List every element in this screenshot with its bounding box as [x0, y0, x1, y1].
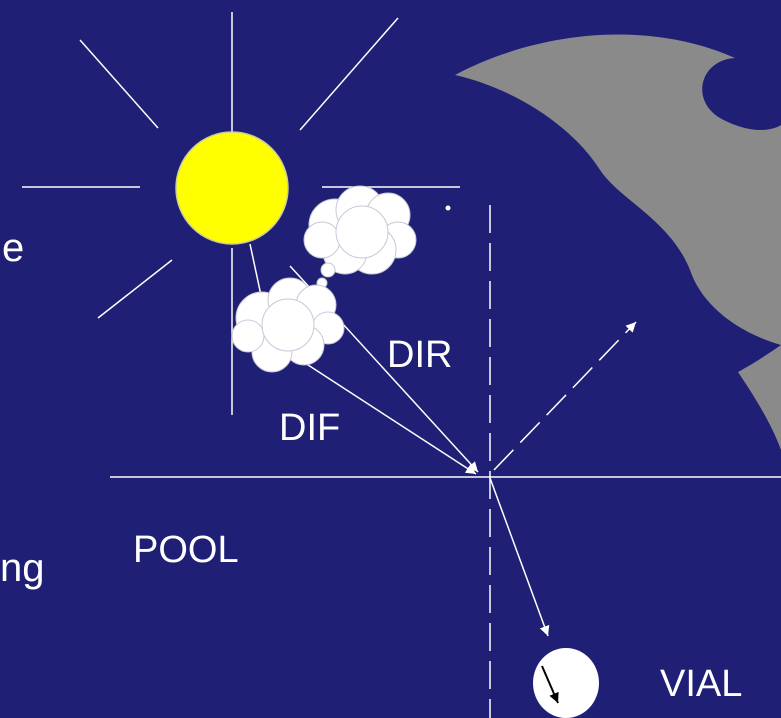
upper-cloud-icon [303, 185, 417, 289]
dif-label: DIF [279, 407, 341, 449]
vial-icon [533, 648, 599, 718]
transmitted-radiation-arrow [489, 477, 550, 637]
vial-pointer-arrow [541, 665, 559, 704]
sun-to-cloud-line [249, 243, 263, 301]
vial-label: VIAL [660, 663, 743, 705]
lower-cloud-icon [231, 277, 345, 373]
dot-marker [445, 205, 451, 211]
flame-logo [455, 34, 781, 451]
pool-label: POOL [133, 529, 239, 571]
cut-text-lower: ng [0, 546, 45, 590]
sun-rays [22, 12, 460, 415]
dir-label: DIR [387, 334, 453, 376]
reflected-radiation-arrow [493, 321, 637, 471]
cut-text-upper: e [2, 226, 25, 270]
sun-icon [175, 131, 289, 245]
